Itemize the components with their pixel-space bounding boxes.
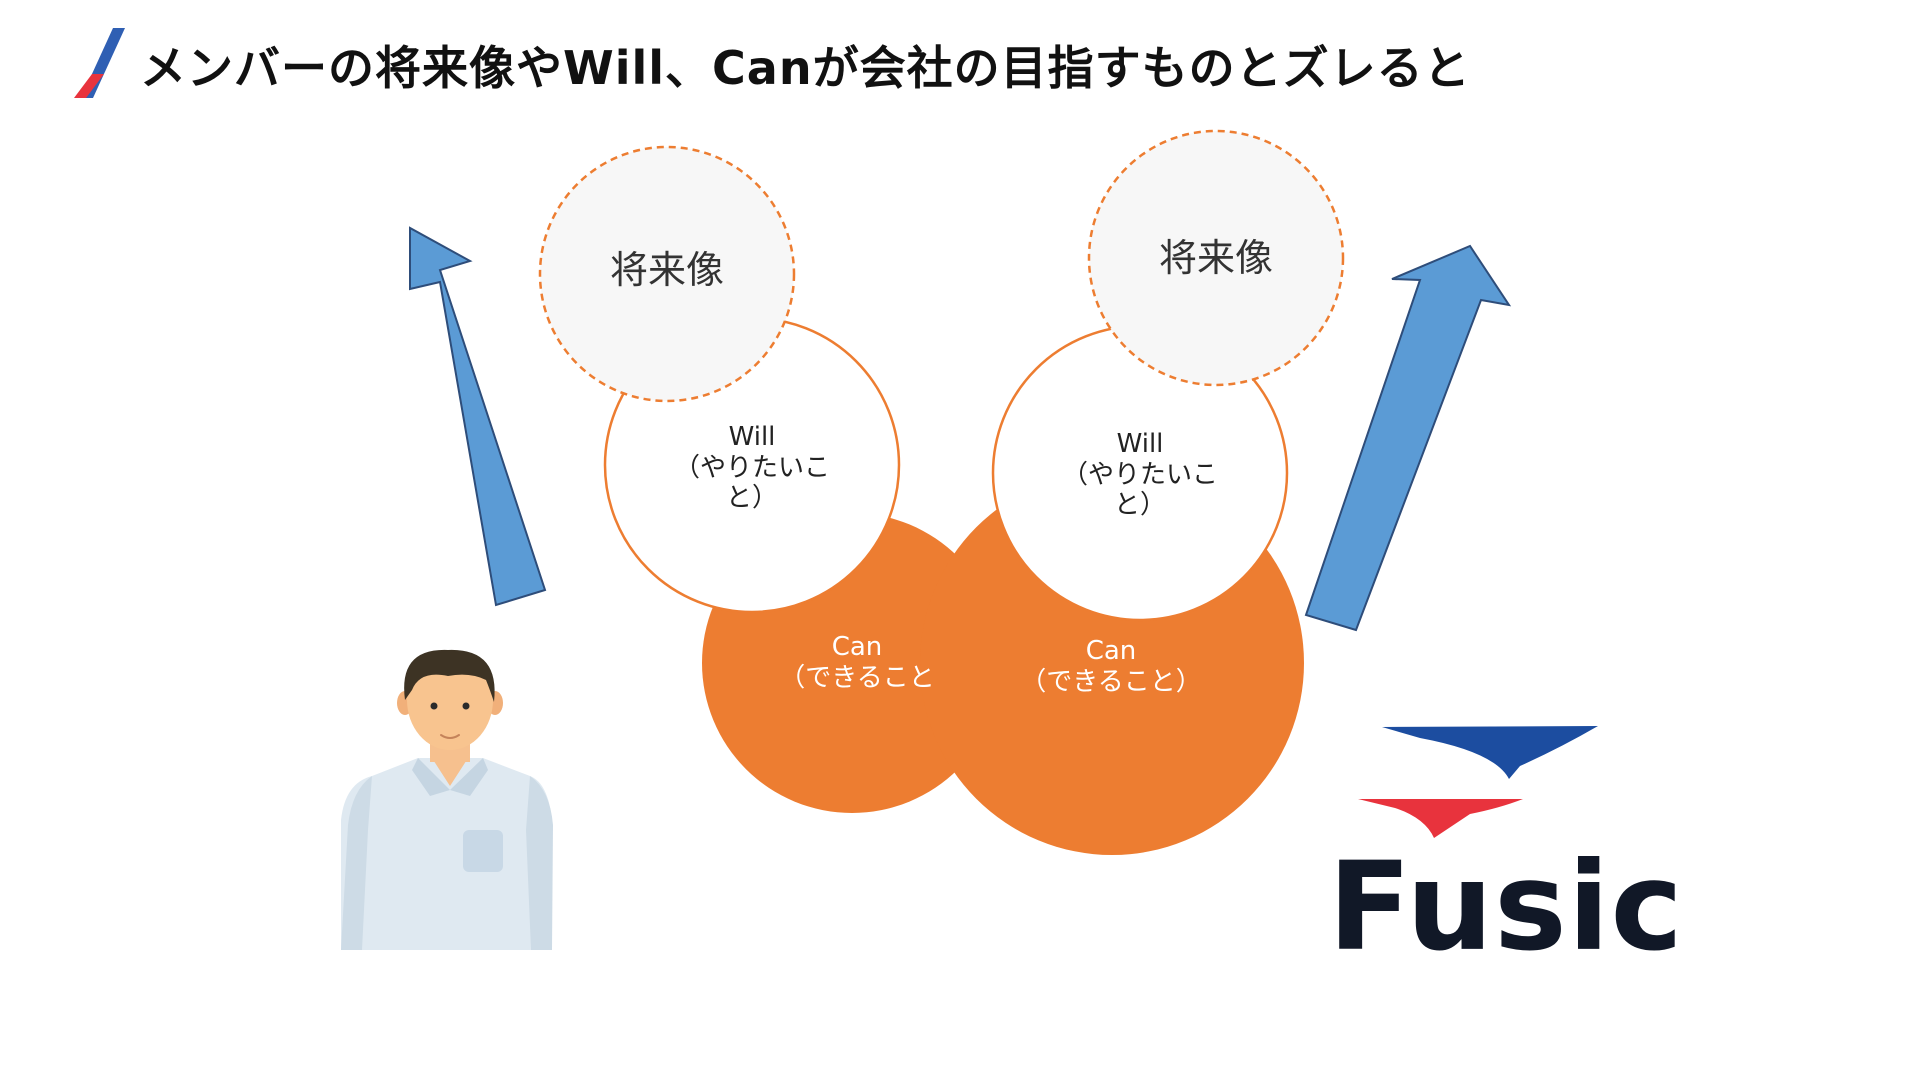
left-up-arrow — [409, 226, 547, 607]
member-future-circle — [538, 145, 796, 403]
company-can-label: Can （できること） — [1020, 636, 1202, 697]
company-future-circle — [1087, 129, 1345, 387]
company-will-label: Will （やりたいこ と） — [1061, 429, 1218, 521]
page-title: メンバーの将来像やWill、Canが会社の目指すものとズレると — [140, 41, 1471, 95]
title-accent-icon — [74, 28, 125, 98]
fusic-logo-text: Fusic — [1328, 836, 1684, 978]
right-up-arrow — [1304, 244, 1512, 632]
member-can-label: Can （できること — [779, 632, 935, 693]
fusic-logo-mark-icon — [1358, 726, 1598, 838]
member-future-label: 将来像 — [609, 248, 724, 292]
member-will-label: Will （やりたいこ と） — [673, 422, 830, 514]
person-icon — [341, 649, 553, 950]
company-future-label: 将来像 — [1158, 236, 1273, 280]
